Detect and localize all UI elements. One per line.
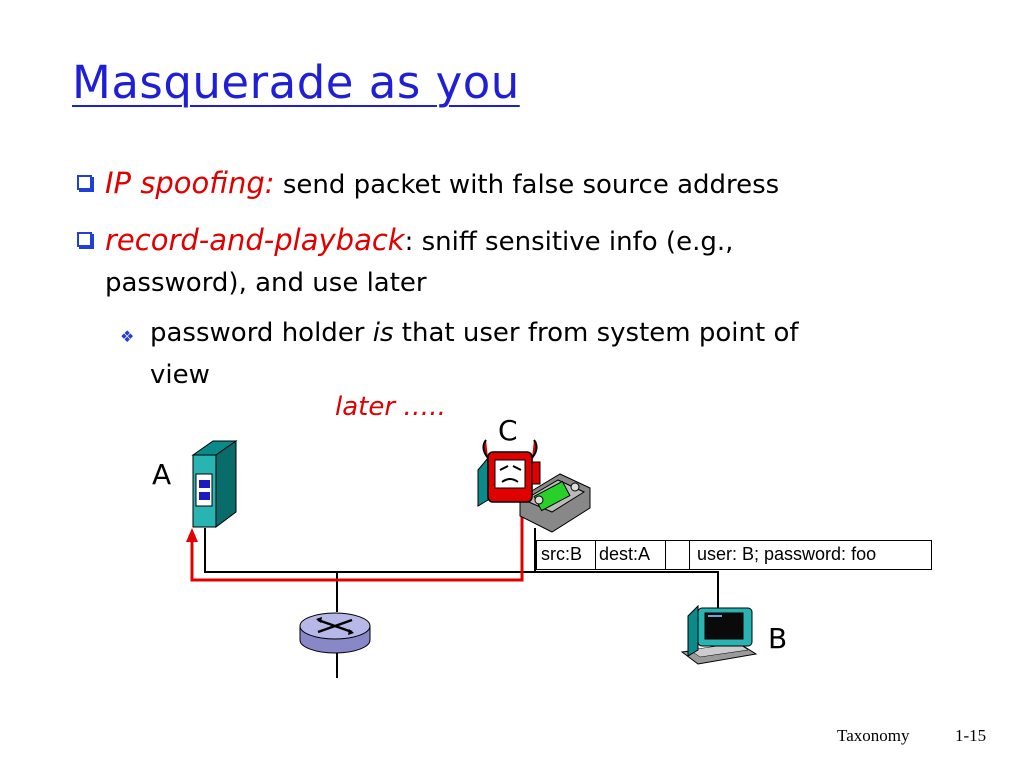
spoof-arrowhead: [186, 528, 198, 542]
packet-divider: [595, 541, 596, 569]
bullet-text: : sniff sensitive info (e.g.,: [404, 227, 734, 257]
router-icon: [299, 612, 371, 654]
packet-src: src:B: [541, 544, 583, 564]
packet-payload: user: B; password: foo: [697, 544, 877, 564]
footer-section: Taxonomy: [837, 726, 910, 745]
later-annotation: later …..: [335, 392, 446, 422]
bullet-record-playback: record-and-playback: sniff sensitive inf…: [77, 220, 734, 262]
subbullet-post: that user from system point of: [393, 318, 799, 348]
diamond-bullet-icon: ❖: [120, 327, 135, 346]
server-a-icon: [191, 440, 238, 528]
checkbox-bullet-icon: [77, 232, 92, 247]
slide-title: Masquerade as you: [72, 56, 520, 109]
spoofed-packet: src:B dest:A user: B; password: foo: [536, 540, 932, 570]
bullet-text: send packet with false source address: [274, 170, 780, 200]
packet-dest: dest:A: [599, 544, 651, 564]
workstation-b-icon: [680, 604, 758, 665]
node-label-a: A: [152, 458, 172, 491]
subbullet-emphasis: is: [372, 318, 394, 348]
bullet-emphasis: record-and-playback: [105, 223, 405, 257]
bullet-continuation: password), and use later: [105, 268, 427, 298]
attacker-c-icon: [477, 439, 591, 533]
packet-divider: [665, 541, 666, 569]
spoof-path-arrow: [190, 510, 524, 582]
node-label-c: C: [498, 414, 518, 447]
footer-page-number: 1-15: [955, 726, 987, 745]
packet-divider: [689, 541, 690, 569]
bullet-emphasis: IP spoofing:: [105, 166, 275, 200]
checkbox-bullet-icon: [77, 175, 92, 190]
subbullet-pre: password holder: [150, 318, 373, 348]
node-label-b: B: [768, 622, 788, 655]
subbullet-password-holder: password holder is that user from system…: [150, 313, 799, 353]
bullet-ip-spoofing: IP spoofing: send packet with false sour…: [77, 163, 780, 205]
subbullet-continuation: view: [150, 360, 210, 390]
